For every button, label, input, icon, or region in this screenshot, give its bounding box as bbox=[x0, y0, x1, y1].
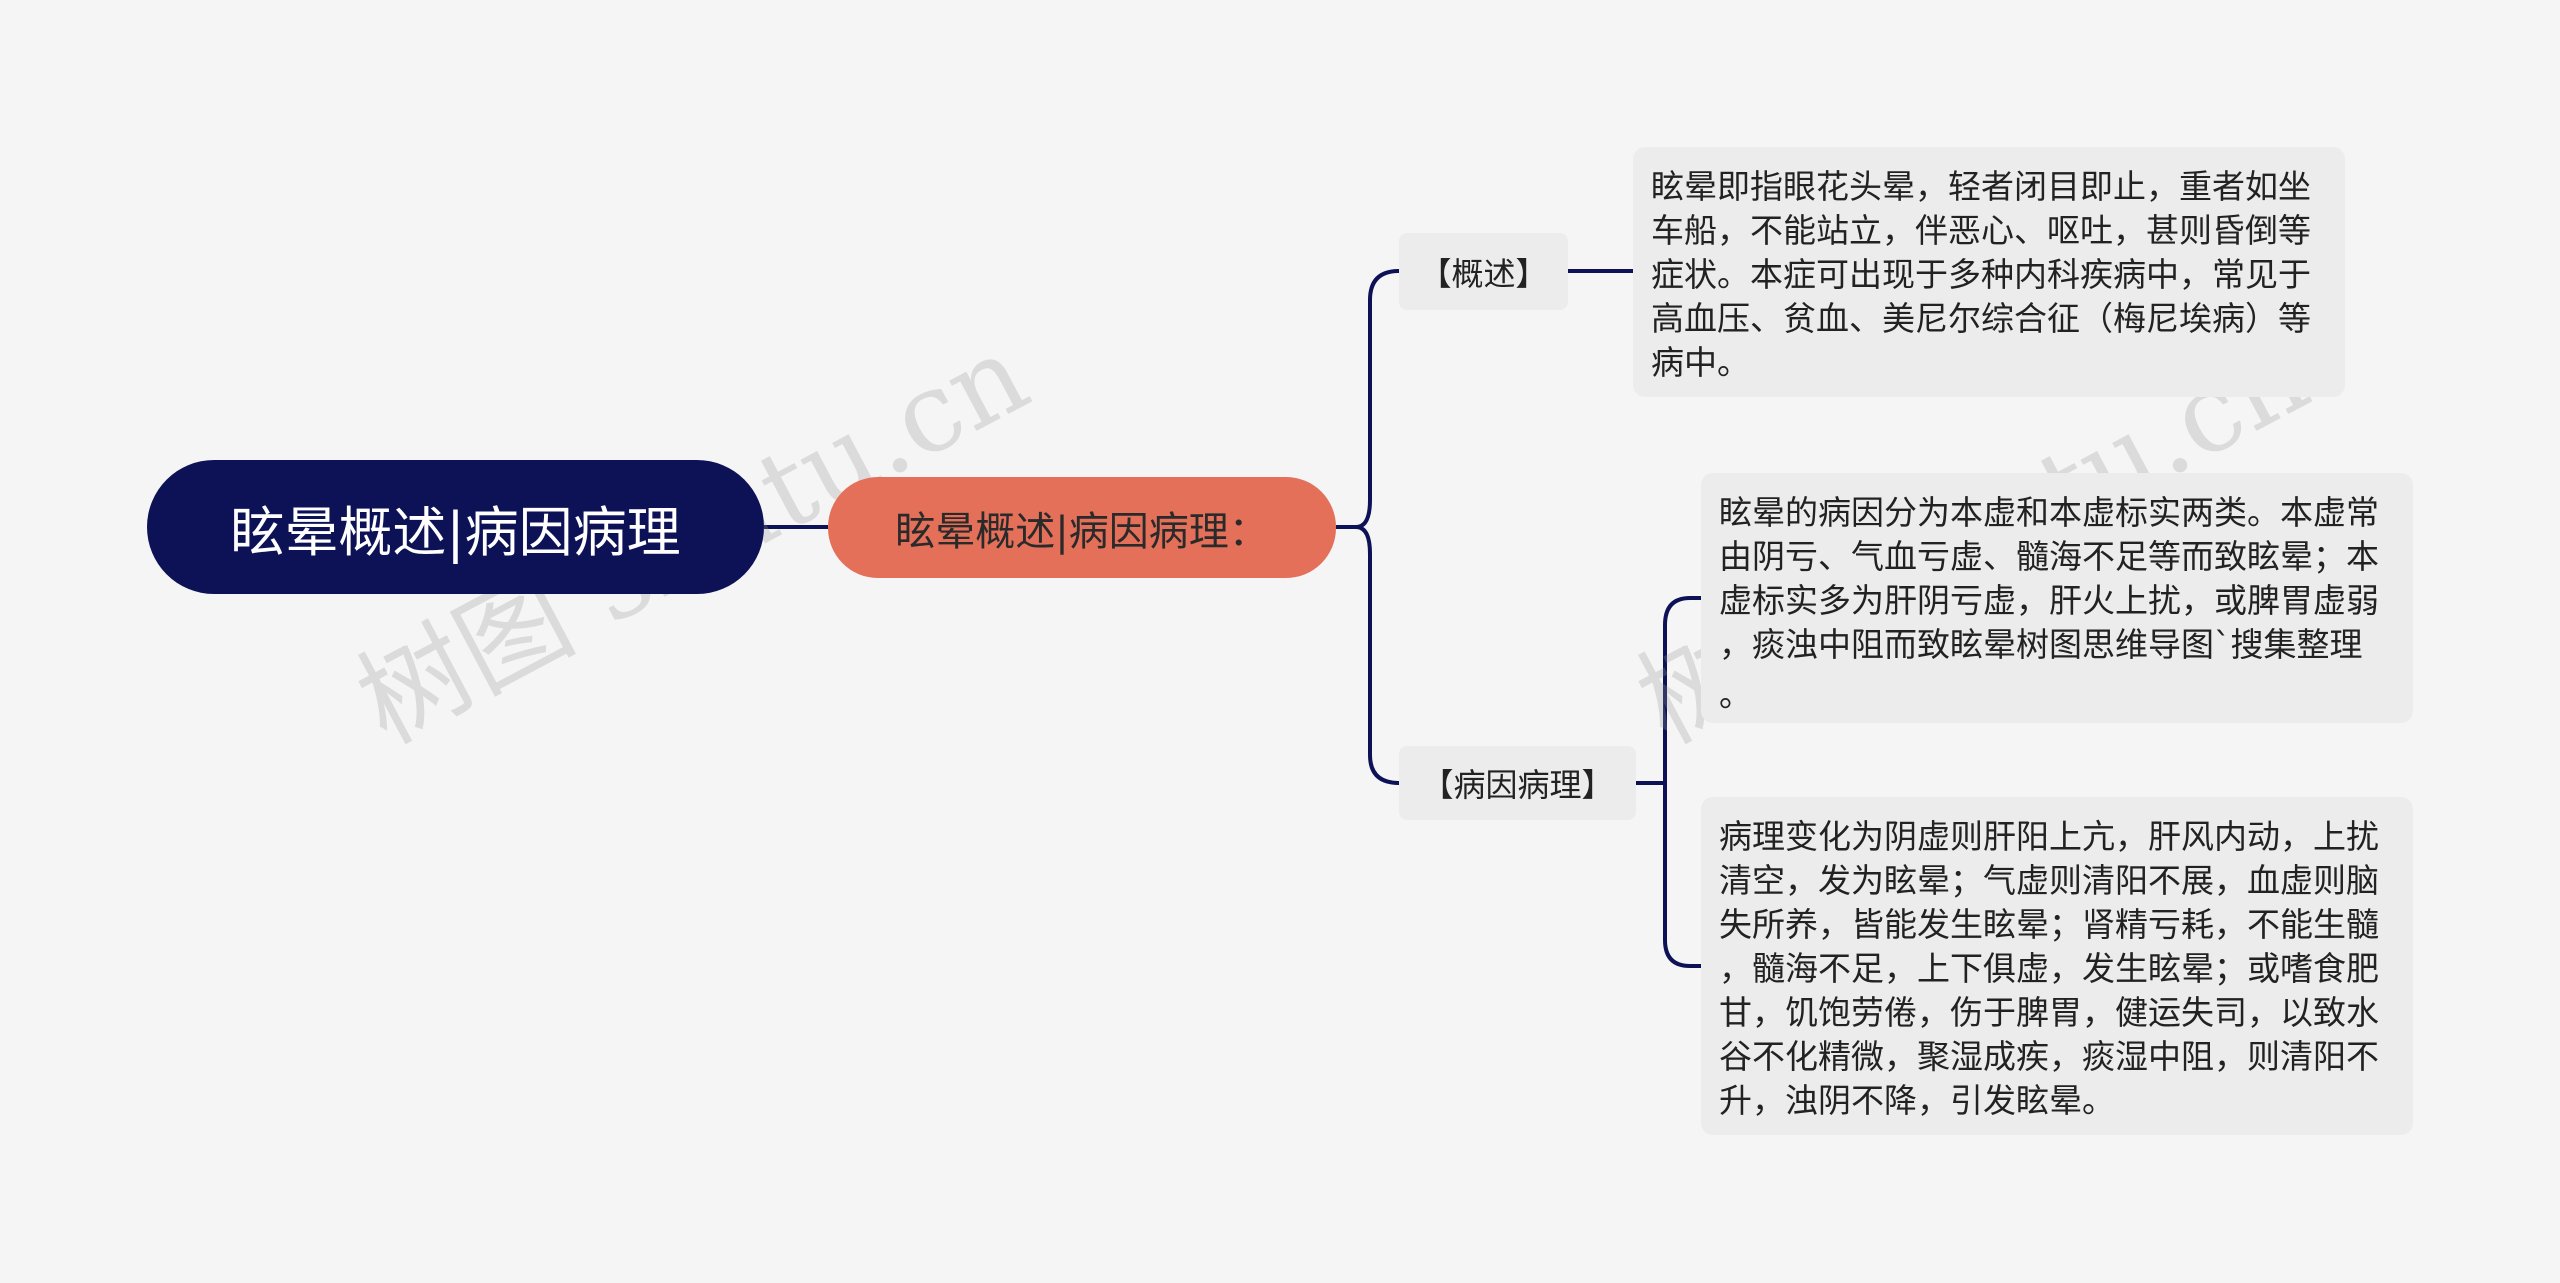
text-line: 症状。本症可出现于多种内科疾病中，常见于 bbox=[1651, 255, 2311, 294]
overview-text-box[interactable]: 眩晕即指眼花头晕，轻者闭目即止，重者如坐 车船，不能站立，伴恶心、呕吐，甚则昏倒… bbox=[1633, 147, 2345, 397]
text-line: 高血压、贫血、美尼尔综合征（梅尼埃病）等 bbox=[1651, 299, 2311, 338]
text-line: 。 bbox=[1719, 675, 1752, 714]
text-line: 升，浊阴不降，引发眩晕。 bbox=[1719, 1081, 2115, 1120]
text-line: ，髓海不足，上下俱虚，发生眩晕；或嗜食肥 bbox=[1719, 949, 2379, 988]
root-node[interactable]: 眩晕概述|病因病理 bbox=[147, 460, 764, 594]
etiology-text-box[interactable]: 眩晕的病因分为本虚和本虚标实两类。本虚常 由阴亏、气血亏虚、髓海不足等而致眩晕；… bbox=[1701, 473, 2413, 723]
secondary-node[interactable]: 眩晕概述|病因病理： bbox=[828, 477, 1336, 578]
etiology-node[interactable]: 【病因病理】 bbox=[1399, 746, 1636, 820]
secondary-to-etiology-line bbox=[1355, 525, 1400, 785]
text-line: 谷不化精微，聚湿成疾，痰湿中阻，则清阳不 bbox=[1719, 1037, 2379, 1076]
text-line: 失所养，皆能发生眩晕；肾精亏耗，不能生髓 bbox=[1719, 905, 2379, 944]
pathology-text-box[interactable]: 病理变化为阴虚则肝阳上亢，肝风内动，上扰 清空，发为眩晕；气虚则清阳不展，血虚则… bbox=[1701, 797, 2413, 1135]
text-line: 由阴亏、气血亏虚、髓海不足等而致眩晕；本 bbox=[1719, 537, 2379, 576]
overview-node[interactable]: 【概述】 bbox=[1399, 233, 1568, 310]
text-line: 眩晕即指眼花头晕，轻者闭目即止，重者如坐 bbox=[1651, 167, 2311, 206]
etiology-to-box3-line bbox=[1663, 783, 1701, 968]
text-line: 病理变化为阴虚则肝阳上亢，肝风内动，上扰 bbox=[1719, 817, 2379, 856]
text-line: 眩晕的病因分为本虚和本虚标实两类。本虚常 bbox=[1719, 493, 2379, 532]
etiology-to-box2-line bbox=[1663, 596, 1701, 783]
text-line: 车船，不能站立，伴恶心、呕吐，甚则昏倒等 bbox=[1651, 211, 2311, 250]
text-line: 甘，饥饱劳倦，伤于脾胃，健运失司，以致水 bbox=[1719, 993, 2379, 1032]
text-line: 虚标实多为肝阴亏虚，肝火上扰，或脾胃虚弱 bbox=[1719, 581, 2379, 620]
text-line: 病中。 bbox=[1651, 343, 1750, 382]
text-line: ，痰浊中阻而致眩晕树图思维导图`搜集整理 bbox=[1719, 625, 2363, 664]
secondary-to-overview-line bbox=[1336, 269, 1400, 529]
text-line: 清空，发为眩晕；气虚则清阳不展，血虚则脑 bbox=[1719, 861, 2379, 900]
